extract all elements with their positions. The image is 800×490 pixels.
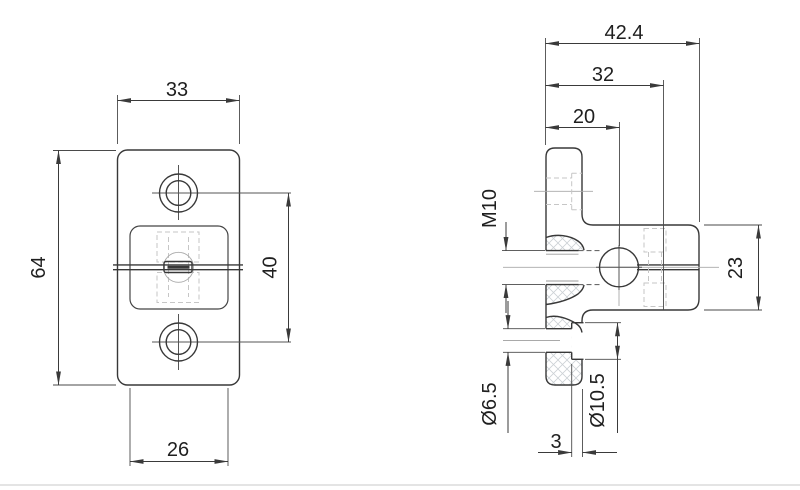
dim-width-top-label: 33 <box>166 79 188 101</box>
dim-depth-step: 32 <box>545 64 664 310</box>
slot-opening <box>163 260 193 274</box>
dim-depth-ball-center: 20 <box>545 106 620 246</box>
ball-circle <box>598 247 640 288</box>
dim-width-bottom-label: 26 <box>167 439 189 461</box>
dim-counterbore-diameter: Ø10.5 <box>585 322 621 433</box>
bottom-screw-hole <box>152 314 291 370</box>
dim-height-label: 64 <box>28 256 50 278</box>
dim-arm-height-label: 23 <box>725 257 747 279</box>
dim-depth-total-label: 42.4 <box>605 22 644 44</box>
body-outline <box>545 147 700 386</box>
slot-lines <box>113 260 243 274</box>
pocket-outline <box>129 225 229 310</box>
dim-counterbore-depth-label: 3 <box>550 431 561 453</box>
top-hole-hidden <box>534 172 593 211</box>
dim-width-top: 33 <box>117 79 240 144</box>
arm-slot <box>637 264 699 271</box>
dim-counterbore-depth: 3 <box>538 364 617 457</box>
bottom-hole-section <box>545 315 584 360</box>
dim-hole-spacing-label: 40 <box>260 256 282 278</box>
top-screw-hole <box>152 165 291 220</box>
side-view: 42.4 32 20 M10 23 <box>479 22 762 457</box>
hidden-insert <box>643 228 667 307</box>
m10-hole <box>545 234 601 306</box>
dim-depth-total: 42.4 <box>545 22 700 222</box>
clamp-ball <box>596 245 642 290</box>
dim-hole-diameter-label: Ø6.5 <box>479 382 501 425</box>
dim-hole-spacing: 40 <box>260 192 291 343</box>
dim-counterbore-diameter-label: Ø10.5 <box>587 373 609 427</box>
dim-depth-step-label: 32 <box>592 64 614 86</box>
dim-thread-label: M10 <box>479 189 501 228</box>
dim-depth-ball-center-label: 20 <box>573 106 595 128</box>
dim-arm-height: 23 <box>704 224 762 311</box>
front-view: 33 64 40 26 <box>28 79 291 466</box>
plate-outline <box>116 149 241 386</box>
dim-hole-diameter: Ø6.5 <box>479 301 545 433</box>
dim-height: 64 <box>28 150 116 386</box>
dim-thread: M10 <box>479 189 545 313</box>
dim-width-bottom: 26 <box>129 388 229 466</box>
